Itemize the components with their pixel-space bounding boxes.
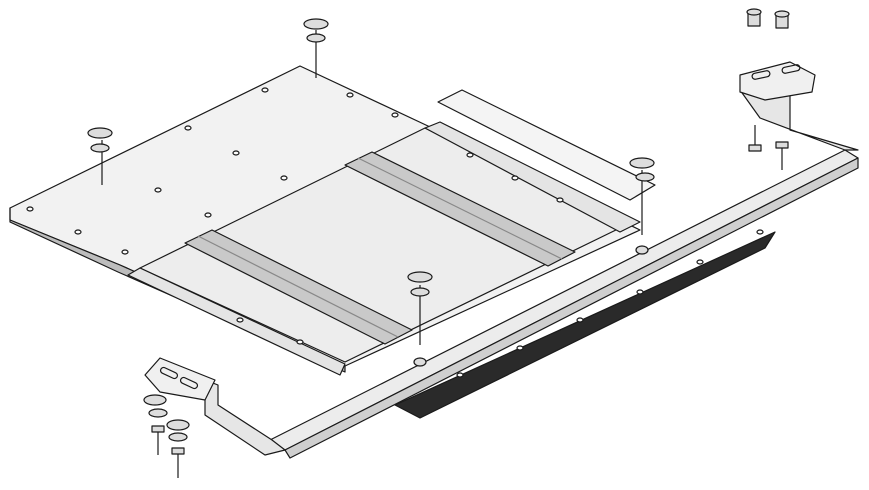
mounting-holes	[26, 87, 764, 378]
frame-right-bracket	[739, 61, 816, 101]
nuts-top-right	[746, 8, 790, 29]
bolt-left	[87, 127, 113, 185]
bracket-slot	[781, 64, 801, 74]
bolt-bottom-left-2	[166, 419, 190, 478]
rear-panel	[437, 89, 656, 201]
bolt-top-center	[303, 18, 329, 78]
bracket-slot	[159, 366, 179, 380]
frame-left-bracket	[144, 357, 216, 401]
rib-upper-highlight	[357, 157, 563, 260]
underside-wedge	[394, 231, 776, 419]
bolt-bottom-left-1	[143, 394, 168, 455]
flange-right	[424, 121, 641, 233]
bolt-right-2	[775, 141, 789, 170]
bolt-center	[407, 271, 433, 367]
flange-left	[127, 267, 346, 376]
bracket-slot	[179, 376, 199, 390]
frame-left-arm	[204, 379, 286, 456]
bracket-slot	[751, 70, 771, 80]
bolt-right-center	[629, 157, 655, 255]
bolt-right-1	[748, 125, 762, 152]
rib-lower-highlight	[197, 235, 399, 338]
frame-long-bar-face	[284, 157, 859, 459]
